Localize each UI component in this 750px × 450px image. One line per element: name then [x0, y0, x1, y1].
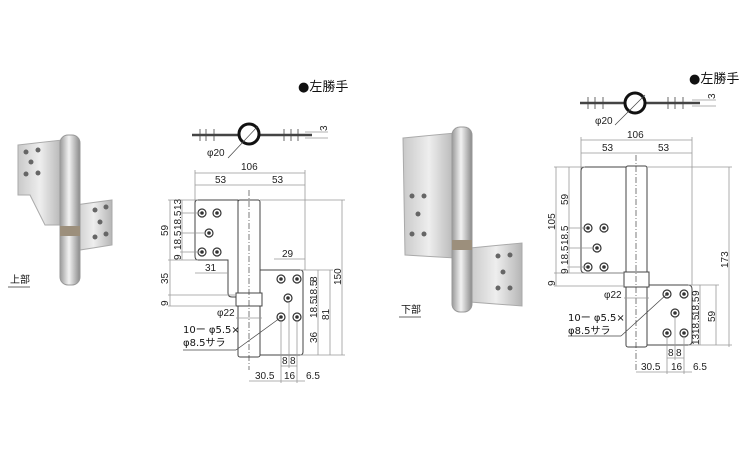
dimension-label: 81 — [321, 308, 332, 320]
dimension-label: 8 — [282, 356, 288, 367]
dimension-label: 106 — [627, 130, 644, 141]
dimension-label: 18.5 — [691, 314, 702, 334]
dimension-label: 8 — [676, 348, 682, 359]
hole-note-line1: 10ー φ5.5× — [183, 325, 240, 336]
dim-thickness: 3 — [319, 125, 330, 131]
dimension-label: φ20 — [595, 116, 613, 127]
dimension-label: 59 — [560, 193, 571, 205]
left-hand-drawing-upper: ●左勝手 3 φ20 106 53 53 — [160, 80, 348, 383]
upper-hinge-photo — [17, 134, 113, 286]
dimension-label: 8 — [309, 276, 320, 282]
dimension-label: 53 — [602, 143, 614, 154]
dimension-label: 9 — [173, 254, 184, 260]
dimension-label: 8 — [668, 348, 674, 359]
dimension-label: 3 — [707, 93, 718, 99]
dimension-label: 18.5 — [691, 296, 702, 316]
lower-hinge-photo — [402, 126, 523, 313]
dimension-label: 30.5 — [641, 362, 661, 373]
lower-part-label: 下部 — [401, 303, 421, 316]
dimension-label: 6.5 — [693, 362, 707, 373]
dimension-label: 18.5 — [309, 298, 320, 318]
dimension-label: 18.5 — [173, 230, 184, 250]
dimension-label: 29 — [282, 249, 294, 260]
dimension-label: 6.5 — [306, 371, 320, 382]
left-hand-title: ●左勝手 — [298, 80, 348, 95]
dim-collar-diameter: φ22 — [217, 308, 235, 319]
dimension-label: 31 — [205, 263, 217, 274]
dimension-label: 8 — [290, 356, 296, 367]
dimension-label: 18.5 — [560, 245, 571, 265]
left-hand-drawing-lower: ●左勝手 3 φ20 106 53 53 — [547, 72, 739, 374]
dimension-label: 9 — [560, 268, 571, 274]
dimension-label: 35 — [160, 272, 171, 284]
dim-pin-diameter: φ20 — [207, 148, 225, 159]
dimension-label: 18.5 — [309, 280, 320, 300]
dimension-label: φ22 — [604, 290, 622, 301]
dimension-label: 9 — [547, 280, 558, 286]
dimension-label: 9 — [691, 290, 702, 296]
dimension-label: 105 — [547, 213, 558, 230]
dimension-label: 16 — [284, 371, 296, 382]
dimension-label: φ8.5サラ — [568, 325, 611, 337]
dim-total-width: 106 — [241, 162, 258, 173]
dimension-label: 9 — [160, 300, 171, 306]
mounting-holes-2 — [583, 223, 689, 338]
dimension-label: 10ー φ5.5× — [568, 313, 625, 324]
upper-part-label: 上部 — [10, 273, 30, 286]
dimension-label: 18.5 — [173, 210, 184, 230]
dimension-label: 18.5 — [560, 225, 571, 245]
hole-note-line2: φ8.5サラ — [183, 337, 226, 349]
dimension-label: 150 — [333, 268, 344, 285]
dimension-label: 13 — [691, 333, 702, 345]
dimension-label: 53 — [658, 143, 670, 154]
dimension-label: 59 — [707, 310, 718, 322]
left-hand-title-2: ●左勝手 — [689, 72, 739, 87]
dimension-label: 13 — [173, 198, 184, 210]
dimension-label: 16 — [671, 362, 683, 373]
dimension-label: 30.5 — [255, 371, 275, 382]
dimension-label: 173 — [720, 251, 731, 268]
dimension-label: 59 — [160, 224, 171, 236]
dim-half-left: 53 — [215, 175, 227, 186]
dim-half-right: 53 — [272, 175, 284, 186]
dimension-label: 36 — [309, 331, 320, 343]
